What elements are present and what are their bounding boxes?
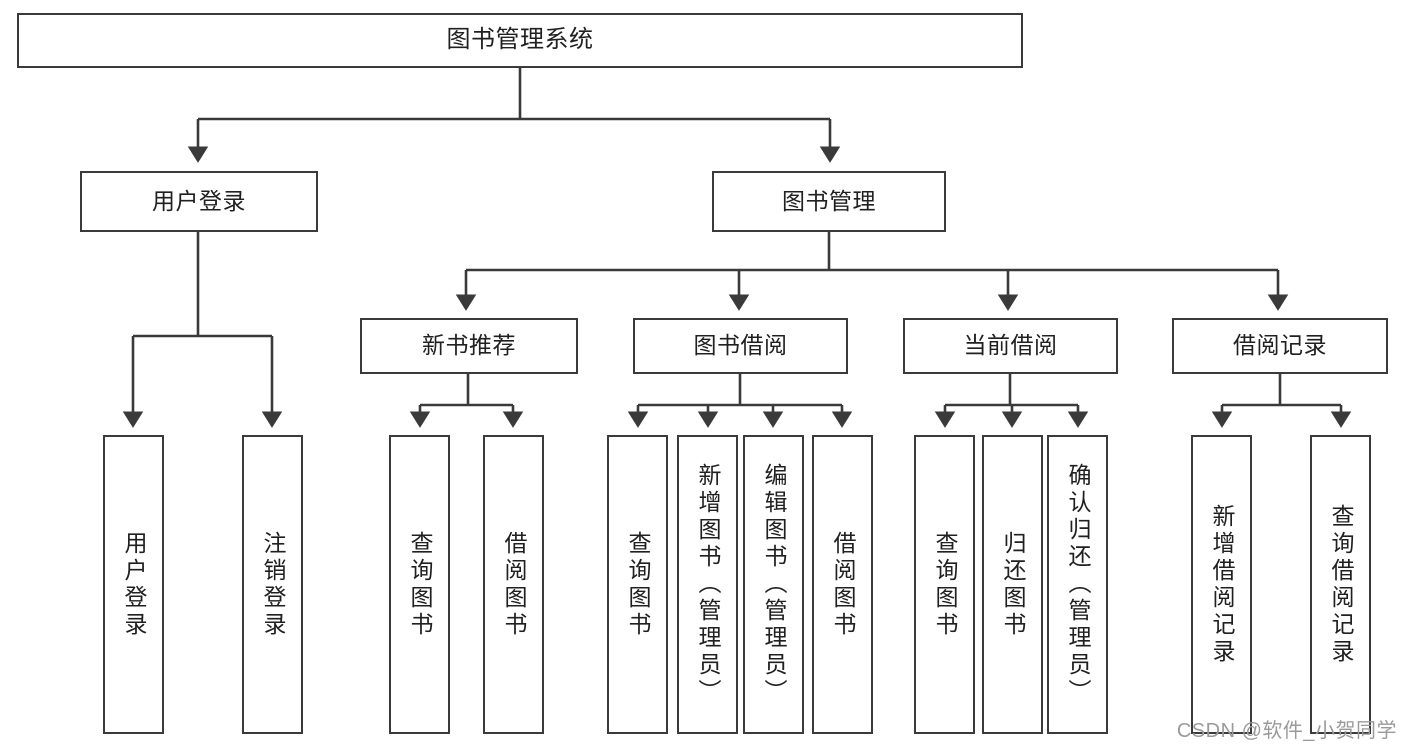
node-label: 新增借阅记录 [1209,503,1235,666]
leaf-user-login[interactable]: 用户登录 [103,435,164,734]
node-label: 图书管理系统 [446,26,594,54]
node-book-management[interactable]: 图书管理 [712,171,946,232]
watermark: CSDN @软件_小贺同学 [1176,720,1397,742]
node-label: 图书管理 [782,187,876,214]
node-label: 用户登录 [121,530,147,639]
node-borrow-record[interactable]: 借阅记录 [1172,318,1388,374]
node-label: 当前借阅 [963,332,1058,359]
node-label: 归还图书 [1000,530,1026,639]
node-root-book-management-system[interactable]: 图书管理系统 [17,13,1023,68]
node-label: 图书借阅 [693,332,788,359]
node-label: 用户登录 [152,187,246,214]
node-label: 查询借阅记录 [1328,503,1354,666]
leaf-logout[interactable]: 注销登录 [242,435,303,734]
leaf-cb-return-book[interactable]: 归还图书 [982,435,1043,734]
node-current-borrow[interactable]: 当前借阅 [903,318,1118,374]
node-label: 注销登录 [260,530,286,639]
leaf-cb-query-book[interactable]: 查询图书 [914,435,975,734]
node-label: 查询图书 [932,530,958,639]
leaf-bb-add-book-admin[interactable]: 新增图书（管理员） [677,435,738,734]
node-label: 新增图书（管理员） [695,463,721,706]
leaf-br-add-record[interactable]: 新增借阅记录 [1191,435,1252,734]
node-label: 借阅图书 [830,530,856,639]
leaf-bb-edit-book-admin[interactable]: 编辑图书（管理员） [743,435,804,734]
node-label: 借阅图书 [501,530,527,639]
node-label: 借阅记录 [1233,332,1327,359]
leaf-bb-query-book[interactable]: 查询图书 [607,435,668,734]
leaf-nb-query-book[interactable]: 查询图书 [389,435,450,734]
node-label: 确认归还（管理员） [1065,463,1091,706]
leaf-cb-confirm-return-admin[interactable]: 确认归还（管理员） [1047,435,1108,734]
node-label: 查询图书 [407,530,433,639]
node-new-book-recommend[interactable]: 新书推荐 [360,318,578,374]
node-label: 编辑图书（管理员） [761,463,787,706]
node-label: 查询图书 [625,530,651,639]
leaf-br-query-record[interactable]: 查询借阅记录 [1310,435,1371,734]
node-label: 新书推荐 [422,332,516,359]
leaf-bb-borrow-book[interactable]: 借阅图书 [812,435,873,734]
leaf-nb-borrow-book[interactable]: 借阅图书 [483,435,544,734]
node-user-login[interactable]: 用户登录 [80,171,318,232]
node-book-borrow[interactable]: 图书借阅 [633,318,848,374]
